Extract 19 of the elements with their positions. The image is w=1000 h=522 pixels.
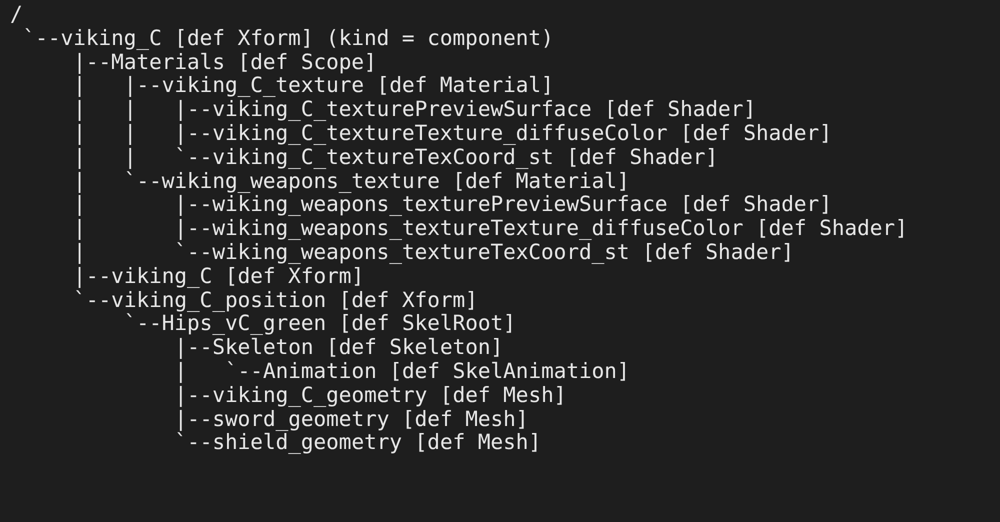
terminal-output-line: | | `--viking_C_textureTexCoord_st [def Shader] <box>73 144 718 169</box>
terminal-output-line: | `--wiking_weapons_texture [def Material] <box>73 168 630 193</box>
terminal-output-line: / <box>10 2 23 26</box>
terminal-output-line: | |--wiking_weapons_textureTexture_diffuseColor [def Shader] <box>73 216 908 240</box>
terminal-output-line: |--sword_geometry [def Mesh] <box>174 406 528 431</box>
terminal-output-line: |--viking_C [def Xform] <box>73 264 364 288</box>
terminal-output-line: | | |--viking_C_texturePreviewSurface [def Shader] <box>73 97 756 122</box>
terminal-output-line: `--viking_C [def Xform] (kind = component) <box>22 26 554 50</box>
terminal-output-line: `--Hips_vC_green [def SkelRoot] <box>124 311 516 336</box>
terminal-output-line: `--viking_C_position [def Xform] <box>73 288 478 312</box>
terminal-output-line: |--Skeleton [def Skeleton] <box>174 335 504 360</box>
terminal-output-line: `--shield_geometry [def Mesh] <box>174 430 542 454</box>
terminal-output-line: | | |--viking_C_textureTexture_diffuseColor [def Shader] <box>73 121 832 145</box>
terminal-output-line: |--Materials [def Scope] <box>73 50 377 74</box>
terminal-output-line: | |--viking_C_texture [def Material] <box>73 73 554 98</box>
terminal-output-line: | |--wiking_weapons_texturePreviewSurface [def Shader] <box>73 192 832 216</box>
terminal-output-line: | `--wiking_weapons_textureTexCoord_st [def Shader] <box>73 240 794 264</box>
terminal-output-line: |--viking_C_geometry [def Mesh] <box>174 382 566 407</box>
terminal-output-line: | `--Animation [def SkelAnimation] <box>174 359 630 383</box>
